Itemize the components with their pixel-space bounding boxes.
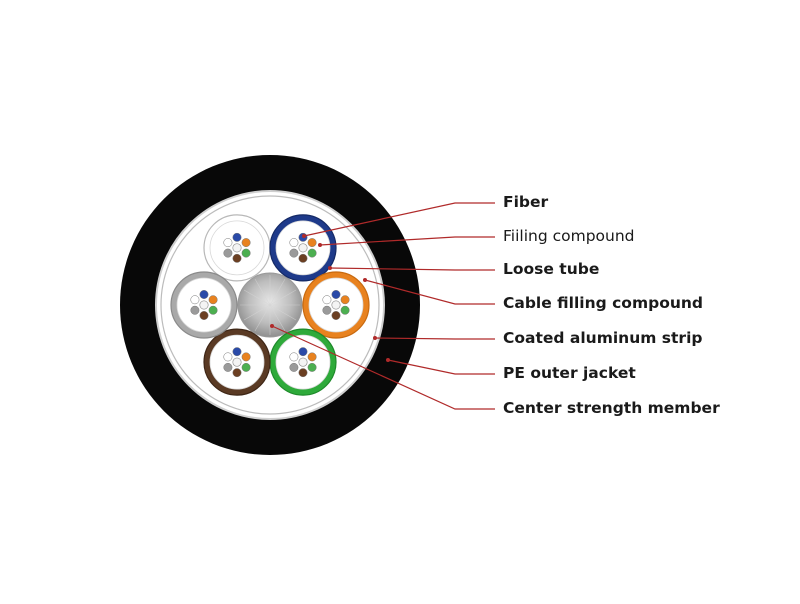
fiber-gray-0 <box>199 290 209 299</box>
fiber-blue-5 <box>289 238 299 248</box>
label-fiber: Fiber <box>503 193 549 211</box>
center-member-texture-line <box>269 278 286 306</box>
fiber-green-0 <box>298 347 308 357</box>
label-pe-outer-jacket: PE outer jacket <box>503 364 636 382</box>
fiber-brown-0 <box>232 347 242 357</box>
leader-line-2 <box>329 267 495 271</box>
fiber-blue-1 <box>307 238 317 248</box>
fiber-gray-1 <box>208 295 218 305</box>
center-member-texture-line <box>254 304 271 332</box>
fiber-green-1 <box>307 352 317 362</box>
label-coated-aluminum-strip: Coated aluminum strip <box>503 329 703 347</box>
leader-line-4 <box>374 337 495 340</box>
fiber-blue-2 <box>307 248 317 258</box>
center-member-texture-line <box>269 304 286 332</box>
fiber-blue-4 <box>289 248 299 258</box>
fiber-green-5 <box>289 352 299 362</box>
fiber-white-0 <box>232 232 242 242</box>
center-member-texture-line <box>243 289 271 306</box>
fiber-white-center <box>232 243 242 253</box>
fiber-orange-center <box>331 300 341 310</box>
fiber-orange-5 <box>322 295 332 305</box>
fiber-orange-2 <box>340 305 350 315</box>
fiber-green-3 <box>298 368 308 378</box>
fiber-white-2 <box>241 248 251 258</box>
fiber-white-4 <box>223 248 233 258</box>
fiber-blue-center <box>298 243 308 253</box>
fiber-gray-4 <box>190 305 200 315</box>
label-center-strength-member: Center strength member <box>503 399 720 417</box>
fiber-green-2 <box>307 362 317 372</box>
center-member-texture-line <box>254 278 271 306</box>
fiber-brown-5 <box>223 352 233 362</box>
fiber-white-3 <box>232 253 242 263</box>
center-member-texture-line <box>269 289 297 306</box>
fiber-gray-3 <box>199 311 209 320</box>
leader-line-0 <box>303 202 495 237</box>
fiber-brown-2 <box>241 362 251 372</box>
fiber-orange-3 <box>331 311 341 320</box>
leader-line-5 <box>387 359 495 375</box>
fiber-brown-1 <box>241 352 251 362</box>
center-member-texture-line <box>243 304 271 321</box>
fiber-brown-3 <box>232 368 242 378</box>
label-filling-compound: Fiiling compound <box>503 227 635 245</box>
fiber-orange-4 <box>322 305 332 315</box>
fiber-green-center <box>298 357 308 367</box>
fiber-gray-center <box>199 300 209 310</box>
fiber-blue-3 <box>298 253 308 263</box>
fiber-white-5 <box>223 238 233 248</box>
label-cable-filling-compound: Cable filling compound <box>503 294 704 312</box>
leader-line-3 <box>364 279 495 305</box>
leader-line-6 <box>271 325 495 410</box>
fiber-brown-center <box>232 357 242 367</box>
label-loose-tube: Loose tube <box>503 260 600 278</box>
fiber-orange-1 <box>340 295 350 305</box>
fiber-green-4 <box>289 362 299 372</box>
fiber-orange-0 <box>331 290 341 299</box>
fiber-gray-5 <box>190 295 200 305</box>
fiber-brown-4 <box>223 362 233 372</box>
center-member-texture-line <box>269 304 297 321</box>
fiber-white-1 <box>241 238 251 248</box>
leader-line-1 <box>319 236 495 246</box>
fiber-gray-2 <box>208 305 218 315</box>
aluminum-strip-inner-edge <box>160 195 380 415</box>
